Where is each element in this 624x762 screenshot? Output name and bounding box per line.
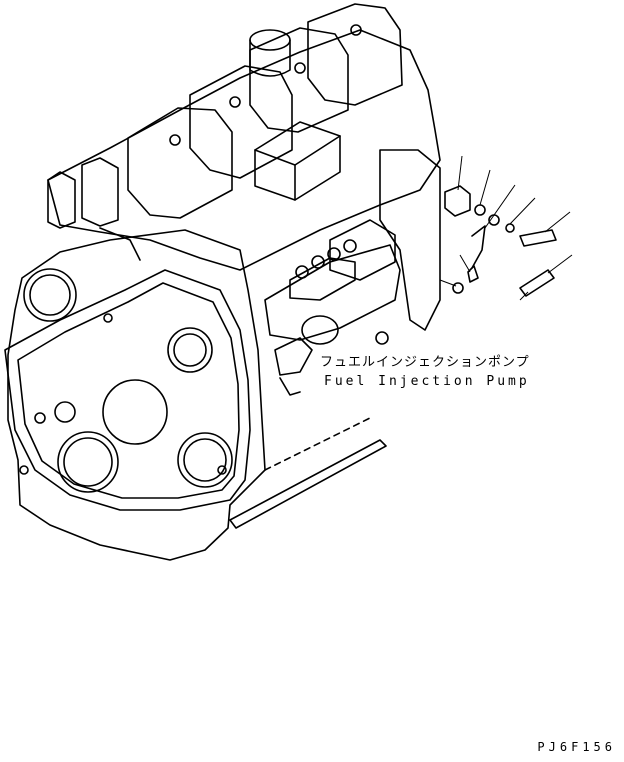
washer-3 (506, 224, 514, 232)
fuel-pipe-end (468, 266, 478, 282)
callout-label-japanese: フュエルインジェクションポンプ (320, 355, 530, 370)
washer-4 (453, 283, 463, 293)
pump-fitting-1 (296, 266, 308, 278)
leader-line-9 (520, 292, 528, 300)
rocker-cover-2 (190, 66, 292, 178)
small-hole-d (218, 466, 226, 474)
left-bracket-rail (100, 228, 140, 260)
small-hole-b (35, 413, 45, 423)
pump-fitting-3 (328, 248, 340, 260)
leader-lines (440, 156, 572, 300)
gear-case-cover (5, 270, 250, 510)
pump-fitting-2 (312, 256, 324, 268)
small-hole-e (20, 466, 28, 474)
leader-line-2 (480, 170, 490, 205)
gear-opening-bottom-left (58, 432, 118, 492)
leader-line-6 (548, 255, 572, 273)
pump-fitting-4 (344, 240, 356, 252)
manifold-box-face (255, 136, 340, 165)
drawing-code: PJ6F156 (537, 740, 616, 754)
gear-opening-bottom-right-inner (184, 439, 226, 481)
cover-bolt-4 (351, 25, 361, 35)
left-bracket (48, 172, 75, 228)
injection-pump-governor (330, 220, 395, 280)
manifold-box (255, 122, 340, 200)
leader-line-5 (545, 212, 570, 232)
gear-opening-bottom-right (178, 433, 232, 487)
bolt-2 (520, 270, 554, 296)
oil-pan-rail (230, 440, 386, 528)
bolt-1 (520, 230, 556, 246)
gear-opening-center (103, 380, 167, 444)
pump-drive-end (302, 316, 338, 344)
pump-nozzle (275, 338, 312, 375)
cover-bolt-1 (170, 135, 180, 145)
cover-bolt-3 (295, 63, 305, 73)
oil-pan-dash (265, 418, 370, 470)
engine-block-outline (8, 230, 265, 560)
leader-line-3 (485, 185, 515, 228)
small-hole-a (55, 402, 75, 422)
gear-opening-right-inner (174, 334, 206, 366)
washer-1 (475, 205, 485, 215)
part-callout: フュエルインジェクションポンプ Fuel Injection Pump (320, 356, 530, 388)
gear-opening-top-left (24, 269, 76, 321)
oil-filler-cap-body (250, 40, 290, 76)
rocker-cover-1 (128, 108, 232, 218)
pump-nut (376, 332, 388, 344)
engine-block-drawing (5, 4, 556, 560)
gear-opening-top-left-inner (30, 275, 70, 315)
gear-opening-bottom-left-inner (64, 438, 112, 486)
left-bracket-2 (82, 158, 118, 226)
oil-filler-cap-top (250, 30, 290, 50)
pump-lever (280, 378, 300, 395)
rocker-cover-4 (308, 4, 402, 105)
small-hole-c (104, 314, 112, 322)
leader-line-7 (460, 255, 470, 272)
gear-case-inner (18, 283, 239, 498)
leader-line-4 (510, 198, 535, 224)
callout-label-english: Fuel Injection Pump (324, 374, 530, 389)
cover-bolt-2 (230, 97, 240, 107)
leader-line-8 (440, 280, 456, 286)
fuel-pipe (472, 226, 485, 268)
gear-opening-right (168, 328, 212, 372)
rocker-cover-3 (250, 28, 348, 132)
injection-pump-body (265, 245, 400, 340)
banjo-bolt-large (445, 186, 470, 216)
leader-line-1 (458, 156, 462, 190)
